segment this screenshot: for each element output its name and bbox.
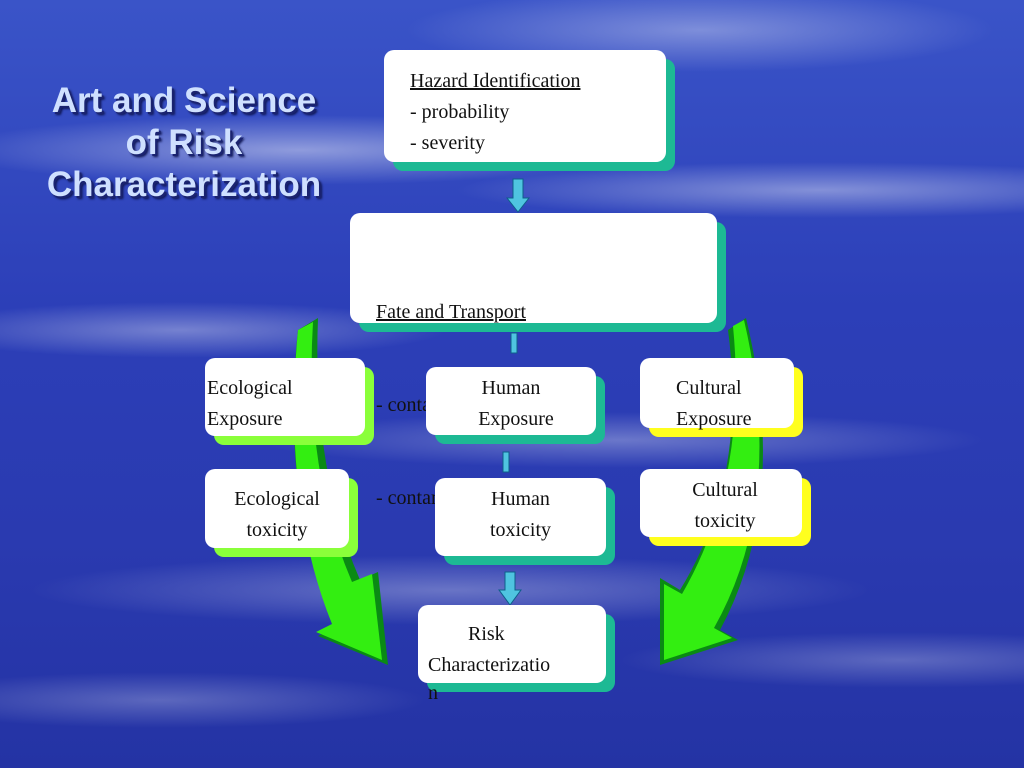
fate-heading: Fate and Transport <box>376 301 526 323</box>
cultural-toxicity-box: Cultural toxicity <box>640 469 802 537</box>
hazard-identification-box: Hazard Identification - probability - se… <box>384 50 666 162</box>
ecological-toxicity-line2: toxicity <box>246 519 308 541</box>
connector-2 <box>502 451 510 473</box>
fate-transport-box: Fate and Transport - contamination of me… <box>350 213 717 509</box>
risk-line1: Risk <box>468 623 505 645</box>
hazard-severity: - severity <box>410 132 485 154</box>
ecological-toxicity-line1: Ecological <box>234 488 320 510</box>
title-line-3: Characterization <box>46 165 322 204</box>
ecological-toxicity-box: Ecological toxicity <box>205 469 349 548</box>
human-toxicity-line1: Human <box>491 488 550 510</box>
cultural-toxicity-line1: Cultural <box>692 479 758 501</box>
human-toxicity-box: Human toxicity <box>435 478 606 556</box>
cultural-exposure-box: Cultural Exposure <box>640 358 794 430</box>
ecological-exposure-box: Ecological Exposure <box>205 358 365 436</box>
ecological-exposure-line2: Exposure <box>207 408 283 430</box>
cultural-exposure-line1: Cultural <box>676 377 742 399</box>
slide-title: Art and Science of Risk Characterization <box>14 80 354 206</box>
human-toxicity-line2: toxicity <box>489 519 552 541</box>
down-arrow-1 <box>505 178 531 213</box>
hazard-probability: - probability <box>410 101 510 123</box>
human-exposure-line2: Exposure <box>478 408 554 430</box>
human-exposure-line1: Human <box>481 377 541 399</box>
risk-line2: Characterizatio <box>428 654 551 676</box>
down-arrow-2 <box>498 571 522 606</box>
hazard-heading: Hazard Identification <box>410 70 581 92</box>
risk-line3: n <box>428 682 438 704</box>
title-line-1: Art and Science <box>51 81 317 120</box>
connector-1 <box>510 332 518 354</box>
cultural-exposure-line2: Exposure <box>676 408 752 430</box>
risk-characterization-box: Risk Characterizatio n <box>418 605 606 704</box>
human-exposure-box: Human Exposure <box>426 367 596 435</box>
cultural-toxicity-line2: toxicity <box>694 510 756 532</box>
ecological-exposure-line1: Ecological <box>207 377 293 399</box>
title-line-2: of Risk <box>125 123 243 162</box>
